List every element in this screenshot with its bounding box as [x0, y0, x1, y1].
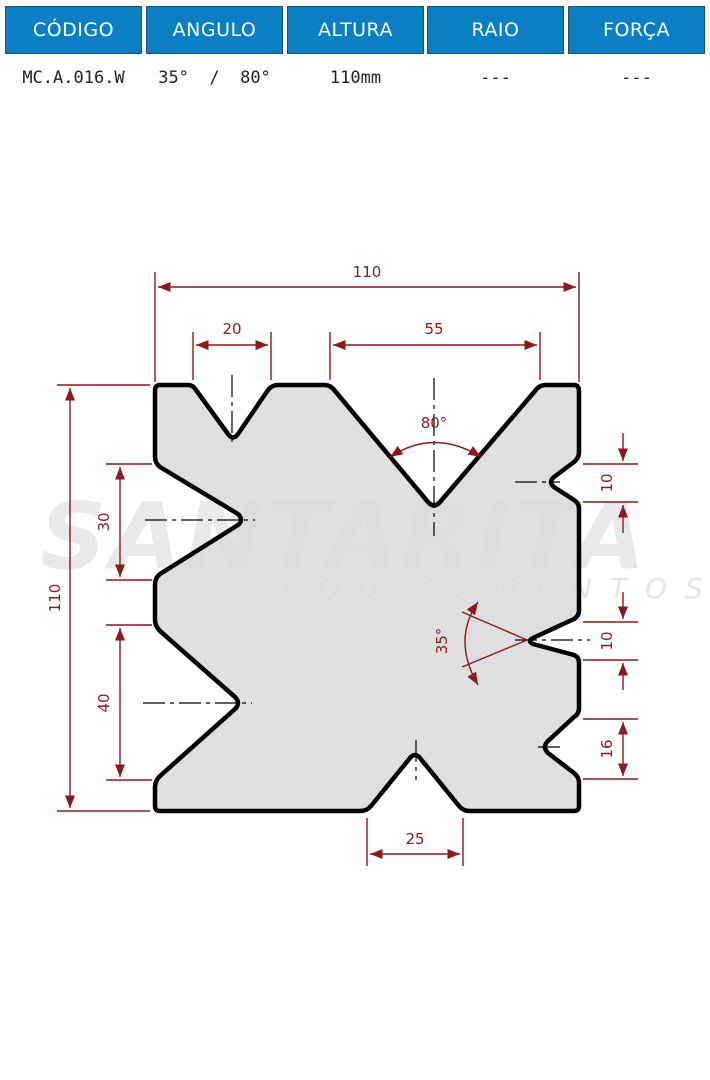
- dim-left-height: 110: [46, 584, 64, 613]
- header-altura: ALTURA: [287, 6, 424, 54]
- dim-left-lower-opening: 40: [95, 693, 113, 712]
- header-codigo: CÓDIGO: [5, 6, 142, 54]
- header-raio: RAIO: [427, 6, 564, 54]
- value-raio: ---: [480, 68, 511, 88]
- value-angulo: 35° / 80°: [158, 68, 271, 88]
- die-profile: [152, 382, 582, 814]
- spec-table-header: CÓDIGO ANGULO ALTURA RAIO FORÇA: [0, 0, 710, 58]
- value-altura: 110mm: [329, 68, 382, 88]
- dim-right-upper-opening: 10: [598, 473, 616, 492]
- value-forca: ---: [621, 68, 652, 88]
- dimension-lines: [57, 272, 638, 866]
- center-lines: [143, 375, 590, 780]
- dim-top-center-angle: 80°: [421, 414, 448, 432]
- dim-top-left-opening: 20: [222, 320, 241, 338]
- dim-top-center-opening: 55: [424, 320, 443, 338]
- dim-right-middle-angle: 35°: [433, 628, 451, 655]
- dim-right-middle-opening: 10: [598, 631, 616, 650]
- dim-right-lower-opening: 16: [598, 739, 616, 758]
- dim-left-upper-opening: 30: [95, 512, 113, 531]
- value-codigo: MC.A.016.W: [22, 68, 125, 88]
- header-forca: FORÇA: [568, 6, 705, 54]
- dim-bottom-opening: 25: [405, 830, 424, 848]
- dim-top-width: 110: [353, 263, 382, 281]
- header-angulo: ANGULO: [146, 6, 283, 54]
